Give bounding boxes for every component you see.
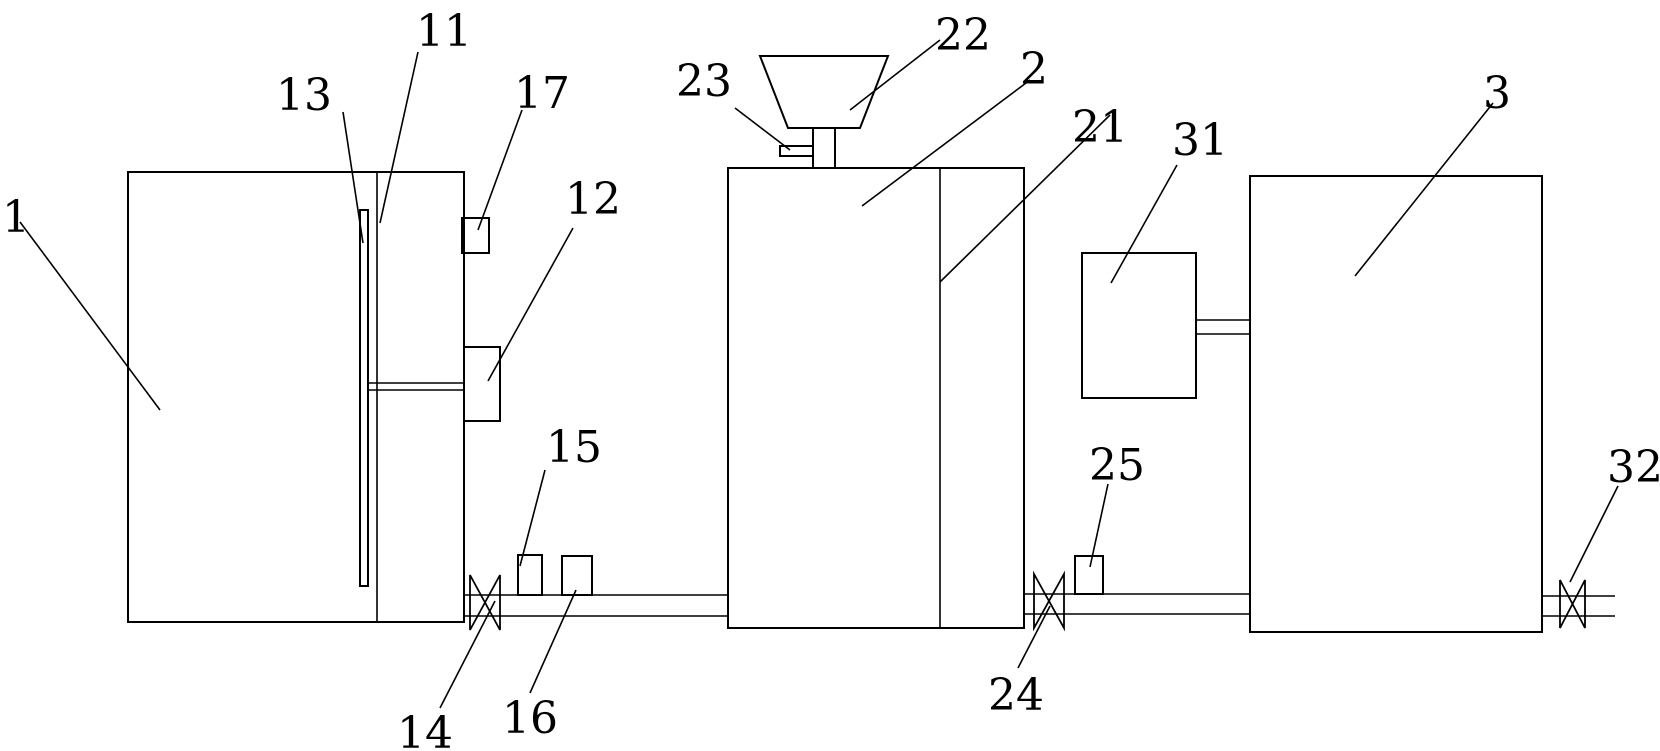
label-25: 25 [1089, 440, 1145, 491]
labels: 1 11 12 13 14 15 16 17 2 21 22 23 24 25 … [2, 6, 1660, 751]
label-22: 22 [935, 10, 991, 61]
outlet-pipe [1542, 595, 1615, 617]
label-31: 31 [1172, 115, 1228, 166]
label-12: 12 [565, 174, 621, 225]
label-3: 3 [1483, 68, 1511, 119]
tank-3 [1249, 175, 1543, 633]
meter-16 [561, 555, 593, 596]
meter-25 [1074, 555, 1104, 595]
tank-1 [127, 171, 465, 623]
label-32: 32 [1607, 442, 1660, 493]
meter-15 [517, 554, 543, 596]
label-17: 17 [514, 68, 570, 119]
pump-shaft [1196, 319, 1250, 335]
rod-13 [359, 209, 369, 587]
label-11: 11 [416, 6, 472, 57]
label-13: 13 [276, 70, 332, 121]
label-14: 14 [397, 708, 453, 751]
pipe-2-3 [1024, 593, 1250, 615]
pipe-1-2 [464, 594, 728, 617]
pump-31 [1081, 252, 1197, 399]
tank-2 [727, 167, 1025, 629]
label-24: 24 [988, 670, 1044, 721]
label-15: 15 [546, 422, 602, 473]
label-2: 2 [1020, 44, 1048, 95]
label-1: 1 [2, 192, 30, 243]
connector-bar [368, 382, 464, 391]
leader-lines [19, 39, 1619, 709]
valve-24 [1033, 570, 1065, 632]
motor-12 [463, 346, 501, 422]
label-16: 16 [502, 693, 558, 744]
valve-32 [1559, 579, 1586, 629]
label-21: 21 [1072, 102, 1128, 153]
valve-23 [779, 145, 814, 157]
sensor-17 [461, 217, 490, 254]
label-23: 23 [676, 56, 732, 107]
